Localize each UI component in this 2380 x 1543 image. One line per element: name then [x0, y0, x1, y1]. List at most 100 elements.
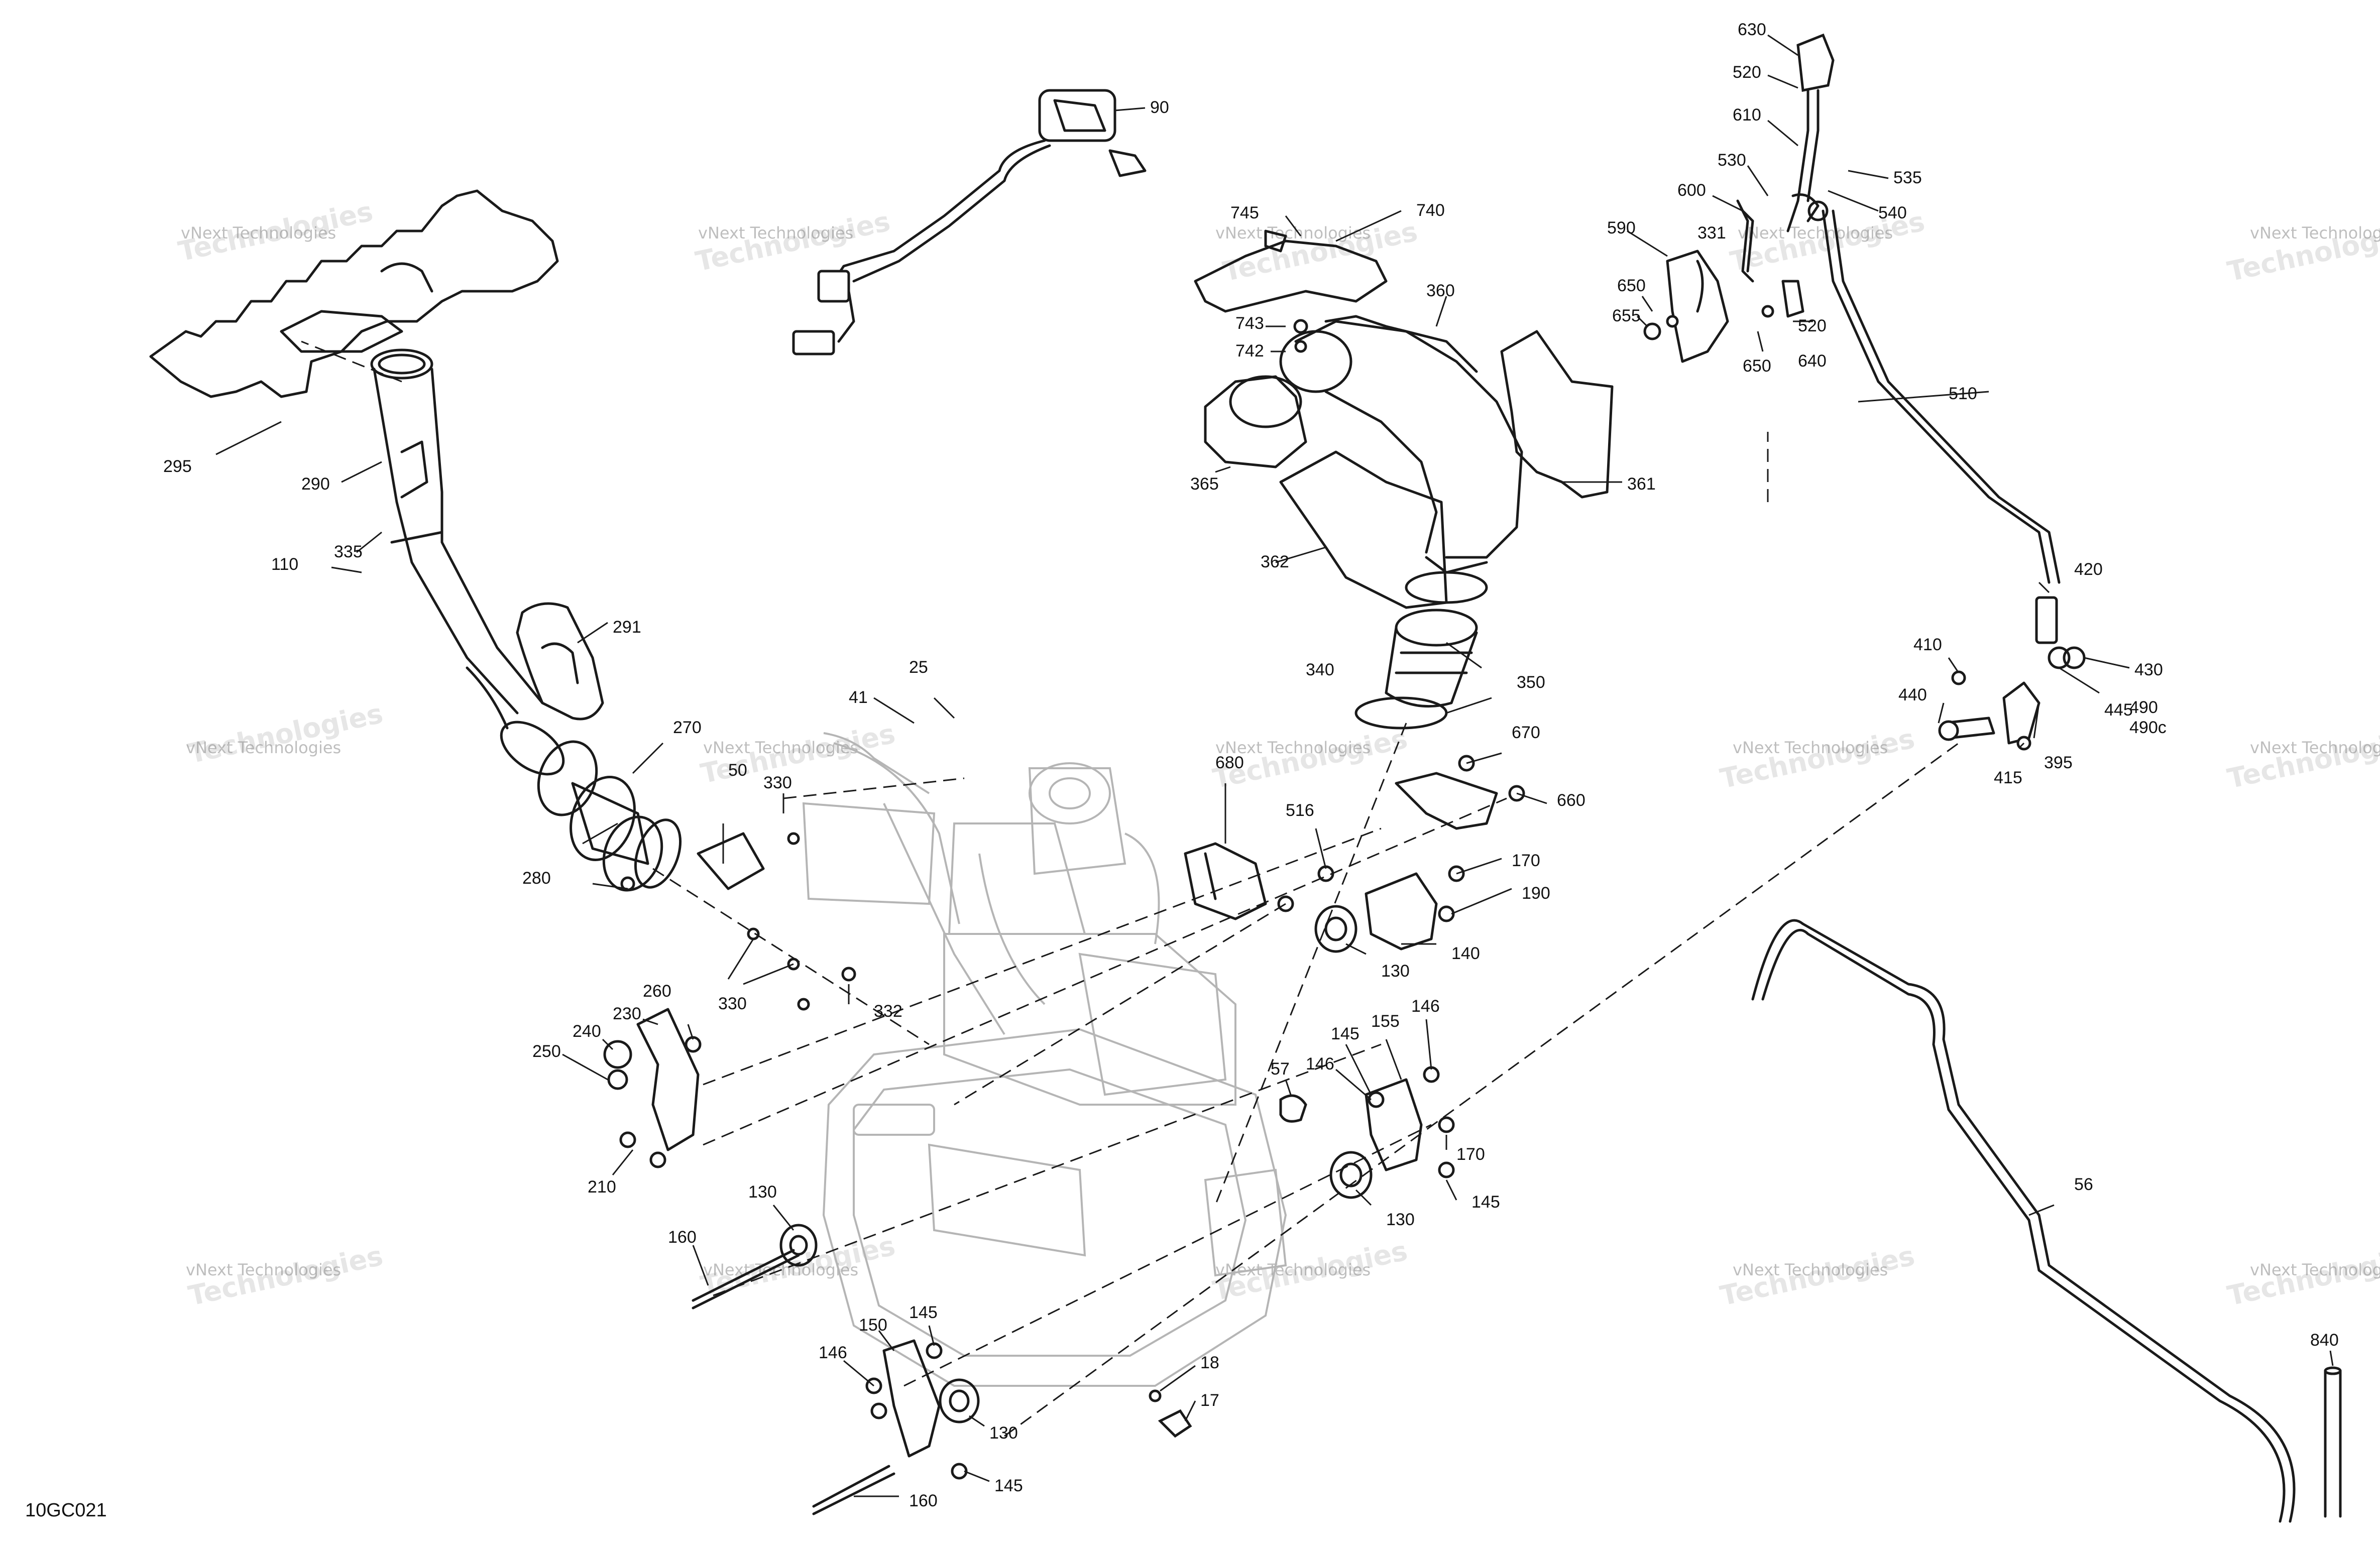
callout: 56: [2074, 1175, 2093, 1194]
callout: 535: [1893, 168, 1922, 187]
filter-340: [1354, 571, 1488, 730]
callout: 630: [1738, 20, 1766, 39]
callout: 420: [2074, 560, 2103, 579]
callout: 290: [301, 474, 330, 494]
intake-tube-290: [370, 348, 565, 776]
callout: 210: [588, 1177, 616, 1197]
engine-block: [802, 732, 1287, 1387]
callout: 17: [1200, 1391, 1219, 1410]
callout: 332: [874, 1002, 902, 1021]
mount-130-left: [692, 1224, 818, 1310]
callout: 280: [522, 869, 551, 888]
callout: 41: [849, 688, 868, 707]
callout: 146: [1411, 997, 1440, 1016]
callout: 270: [673, 718, 702, 737]
callout: 640: [1798, 351, 1827, 371]
callout: 650: [1617, 276, 1646, 295]
callout: 490c: [2129, 718, 2167, 737]
watermark-text: vNext Technologies: [703, 738, 858, 757]
callout: 150: [859, 1316, 887, 1335]
callout: 140: [1451, 944, 1480, 963]
watermark-text: vNext Technologies: [186, 738, 341, 757]
callout: 590: [1607, 218, 1636, 238]
callout: 745: [1230, 203, 1259, 222]
callout: 680: [1215, 753, 1244, 772]
callout: 365: [1190, 474, 1219, 494]
callout: 361: [1627, 474, 1656, 494]
plug-17: [1149, 1389, 1192, 1438]
callout: 110: [271, 555, 298, 574]
callout: 250: [532, 1042, 561, 1061]
bracket-230: [603, 1008, 702, 1168]
callout: 155: [1371, 1012, 1400, 1031]
callout: 650: [1743, 357, 1771, 376]
callout: 660: [1557, 791, 1585, 810]
harness-90: [792, 89, 1147, 355]
diagram-code: 10GC021: [25, 1500, 107, 1521]
callout: 330: [718, 994, 747, 1013]
callout: 260: [643, 982, 671, 1001]
cable-56: [1751, 919, 2296, 1523]
callout: 145: [909, 1303, 938, 1322]
engine-mount-140: [1314, 865, 1465, 953]
callout: 130: [1381, 962, 1410, 981]
shifter-assembly: [1643, 33, 1835, 363]
heat-shield-362: [1279, 450, 1448, 609]
shift-rod-510: [1822, 209, 2086, 669]
callout: 740: [1416, 201, 1445, 220]
watermark-text: vNext Technologies: [1215, 1260, 1371, 1279]
watermark-text: vNext Technologies: [181, 223, 336, 243]
callout: 130: [989, 1423, 1018, 1443]
callout: 350: [1517, 673, 1545, 692]
lever-395: [1938, 670, 2041, 751]
watermark-text: vNext Technologies: [1738, 223, 1893, 243]
callout: 360: [1426, 281, 1455, 300]
callout: 190: [1522, 884, 1550, 903]
watermark-text: vNext Technologies: [2250, 223, 2380, 243]
callout: 57: [1271, 1059, 1290, 1079]
callout: 655: [1612, 306, 1641, 325]
callout: 395: [2044, 753, 2073, 772]
callout: 146: [819, 1343, 847, 1362]
callout: 600: [1677, 181, 1706, 200]
callout: 240: [573, 1022, 601, 1041]
bracket-150: [812, 1339, 980, 1515]
callout: 145: [1331, 1024, 1359, 1043]
heat-shield-295: [149, 189, 559, 398]
watermark-text: vNext Technologies: [1733, 1260, 1888, 1279]
callout: 510: [1949, 384, 1977, 403]
watermark-big: Technologies: [1718, 723, 1917, 795]
leader-lines: [215, 34, 2334, 1497]
callout: 330: [763, 773, 792, 792]
callout: 130: [748, 1182, 777, 1202]
callout: 540: [1878, 203, 1907, 222]
callout: 520: [1798, 316, 1827, 335]
assembly-lines: [301, 340, 1959, 1437]
watermark-big: Technologies: [186, 697, 386, 770]
callout: 430: [2134, 660, 2163, 679]
bracket-670: [1395, 755, 1525, 830]
callout: 145: [1471, 1193, 1500, 1212]
callout: 291: [613, 618, 641, 637]
watermark-text: vNext Technologies: [1215, 738, 1371, 757]
tube-840: [2324, 1366, 2342, 1518]
callout: 742: [1235, 341, 1264, 361]
callout: 490: [2129, 698, 2158, 717]
callout: 840: [2310, 1331, 2339, 1350]
callout: 331: [1697, 223, 1726, 243]
callout: 295: [163, 457, 192, 476]
cap-57: [1279, 1094, 1307, 1123]
callout: 516: [1286, 801, 1314, 820]
callout: 50: [728, 761, 747, 780]
engine-mount-155: [1329, 1066, 1455, 1199]
bracket-740: [1194, 229, 1388, 353]
callout: 160: [909, 1491, 938, 1510]
callout: 520: [1733, 63, 1761, 82]
callout: 445: [2104, 700, 2133, 720]
callout: 335: [334, 542, 363, 561]
watermark-big: Technologies: [2225, 723, 2380, 795]
callout: 362: [1261, 552, 1289, 571]
callout: 25: [909, 658, 928, 677]
callout: 440: [1898, 685, 1927, 704]
